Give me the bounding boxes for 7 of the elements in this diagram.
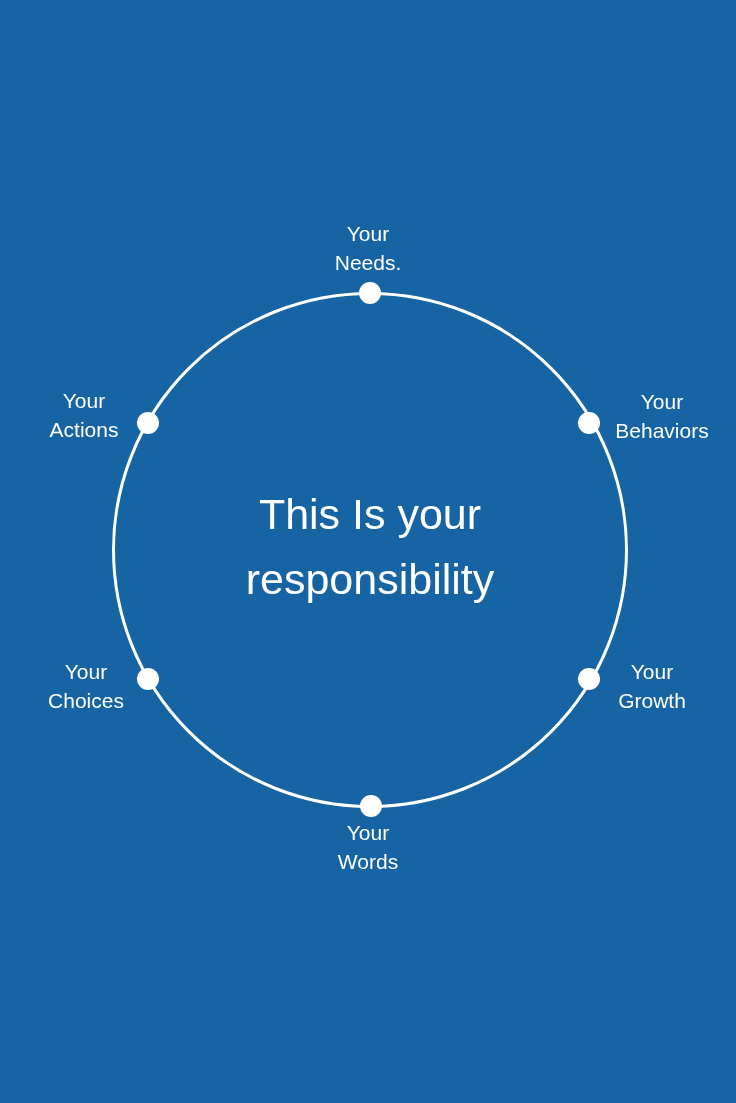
dot-label: Your Behaviors xyxy=(615,389,709,444)
dot-label: Your Actions xyxy=(49,388,119,443)
dot-label: Your Choices xyxy=(48,659,124,714)
dot-label: Your Words xyxy=(337,820,399,875)
center-text: This Is your responsibility xyxy=(244,489,496,605)
dot-label: Your Needs. xyxy=(334,221,402,276)
dot-label: Your Growth xyxy=(618,659,686,714)
